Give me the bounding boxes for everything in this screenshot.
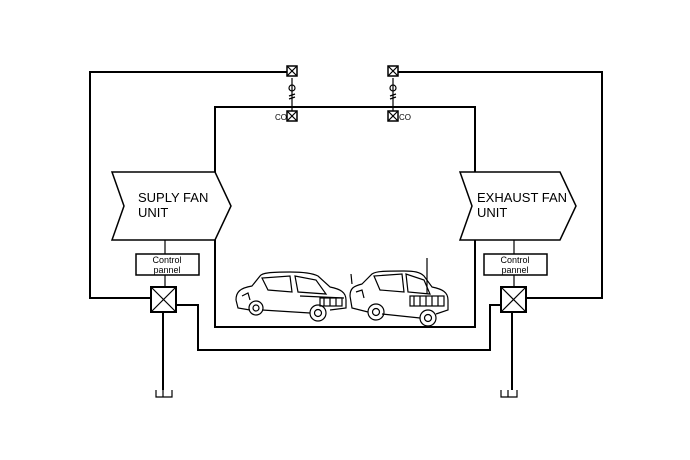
co-label-left: CO [275,113,287,122]
damper-top-left [286,65,298,77]
control-panel-left-line1: Control [152,255,181,265]
control-panel-right-line2: pannel [501,265,528,275]
drain-icon [500,390,518,398]
control-panel-right-line1: Control [500,255,529,265]
control-panel-left [135,253,200,276]
control-panel-right [483,253,548,276]
control-panel-left-line2: pannel [153,265,180,275]
exhaust-unit-line2: UNIT [477,205,507,220]
supply-unit-line1: SUPLY FAN [138,190,208,205]
exhaust-outer-duct [393,71,603,299]
fan-icon [150,286,177,313]
car-icon [235,271,347,322]
exhaust-fan-unit-shape [458,171,577,241]
room-top-duct [214,106,476,172]
room-enclosure [214,172,476,328]
co-sensor-box-right [387,110,399,122]
supply-unit-line2: UNIT [138,205,168,220]
lower-return-duct [175,304,500,351]
car-icon [349,258,449,327]
co-sensor-icon [389,84,397,100]
supply-outer-duct [89,71,292,299]
supply-fan-unit-shape [110,171,232,241]
damper-top-right [387,65,399,77]
drain-icon [155,390,173,398]
exhaust-unit-line1: EXHAUST FAN [477,190,567,205]
co-sensor-box-left [286,110,298,122]
co-label-right: CO [399,113,411,122]
co-sensor-icon [288,84,296,100]
fan-icon [500,286,527,313]
